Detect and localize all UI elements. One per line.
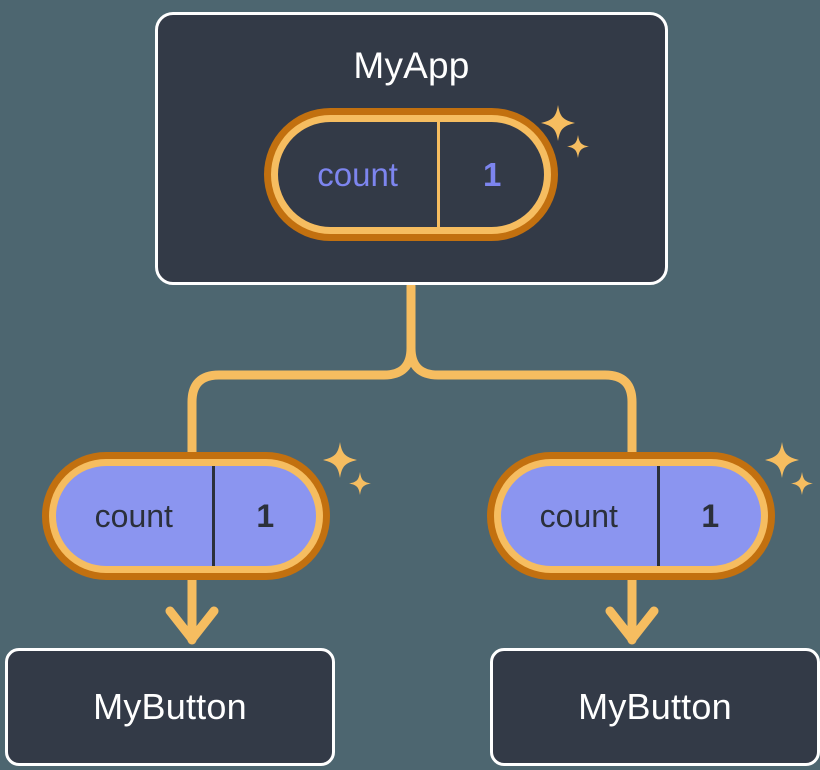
state-pill-body: count 1: [56, 466, 316, 566]
state-key: count: [278, 122, 441, 227]
component-title-mybutton-left: MyButton: [93, 686, 247, 727]
state-pill-child-right[interactable]: count 1: [487, 452, 775, 580]
state-key: count: [501, 466, 660, 566]
state-value: 1: [482, 155, 502, 193]
sparkles-icon-child-left: [323, 442, 371, 495]
state-pill-body: count 1: [278, 122, 544, 227]
state-pill-ring-inner: count 1: [49, 459, 323, 573]
state-pill-myapp[interactable]: count 1: [264, 108, 558, 241]
component-title-mybutton-right: MyButton: [578, 686, 732, 727]
state-value: 1: [256, 497, 275, 534]
state-pill-ring-inner: count 1: [494, 459, 768, 573]
state-value: 1: [701, 497, 720, 534]
component-title-myapp: MyApp: [353, 45, 470, 86]
connector-arrowhead-right: [605, 606, 659, 644]
state-pill-ring-inner: count 1: [271, 115, 551, 234]
state-pill-body: count 1: [501, 466, 761, 566]
connector-branch-right: [406, 343, 637, 457]
state-key: count: [56, 466, 215, 566]
connector-branch-left: [187, 343, 416, 457]
connector-arrowhead-left: [165, 606, 219, 644]
state-pill-child-left[interactable]: count 1: [42, 452, 330, 580]
component-card-mybutton-right[interactable]: MyButton: [490, 648, 820, 766]
component-card-mybutton-left[interactable]: MyButton: [5, 648, 335, 766]
